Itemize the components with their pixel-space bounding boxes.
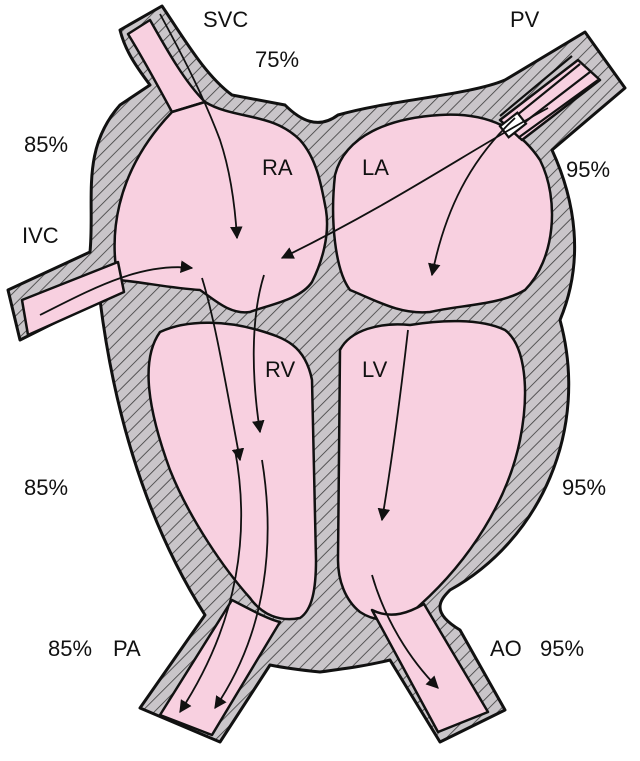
label-pa: PA <box>113 636 141 661</box>
right-ventricle-chamber <box>147 321 318 621</box>
left-ventricle-chamber <box>336 319 527 622</box>
saturation-right-upper: 85% <box>24 132 68 157</box>
label-ao: AO <box>490 636 522 661</box>
label-pv: PV <box>510 7 540 32</box>
flow-ivc-to-ra <box>39 260 194 316</box>
flow-rv-to-pa <box>179 449 243 714</box>
flow-ra-to-rv-second <box>252 274 265 434</box>
flow-svc-to-ra <box>159 13 243 240</box>
flow-ra-to-rv <box>201 277 245 462</box>
saturation-pa: 85% <box>48 636 92 661</box>
label-svc: SVC <box>203 7 248 32</box>
saturation-ao: 95% <box>540 636 584 661</box>
left-atrium-chamber <box>331 113 554 314</box>
label-rv: RV <box>265 357 295 382</box>
flow-la-to-lv <box>377 329 409 522</box>
flow-pv-to-la <box>280 107 549 259</box>
saturation-left-middle: 95% <box>562 475 606 500</box>
saturation-pv: 95% <box>566 157 610 182</box>
label-ra: RA <box>262 155 293 180</box>
aorta-lumen <box>370 602 490 734</box>
label-la: LA <box>362 155 389 180</box>
flow-lv-to-ao <box>371 574 439 689</box>
flow-pv-to-lv <box>428 117 516 277</box>
flow-rv-to-pa-second <box>214 459 269 710</box>
label-ivc: IVC <box>22 223 59 248</box>
saturation-svc: 75% <box>255 47 299 72</box>
label-lv: LV <box>362 357 388 382</box>
saturation-right-middle: 85% <box>24 475 68 500</box>
